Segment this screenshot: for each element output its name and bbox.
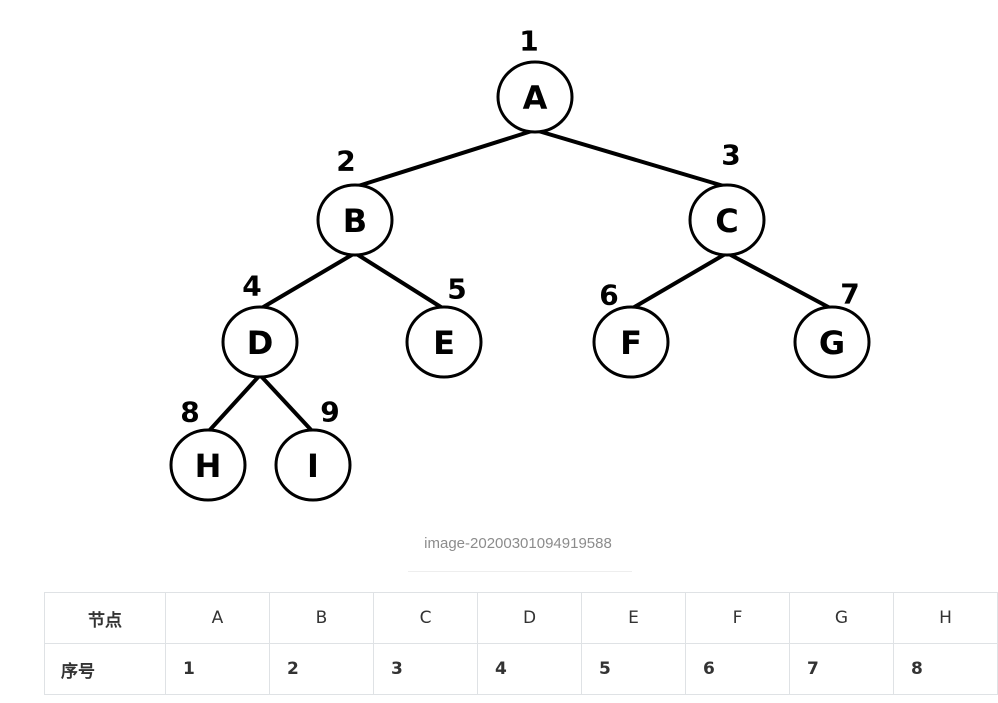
table-cell-order: 2 — [269, 643, 374, 695]
tree-node-a: A — [496, 60, 574, 134]
tree-order-label-d: 4 — [242, 270, 261, 303]
table-cell-node: G — [789, 592, 894, 644]
table-row-nodes: 节点 A B C D E F G H — [44, 592, 998, 644]
table-cell-order: 6 — [685, 643, 790, 695]
tree-edges — [206, 128, 834, 434]
tree-node-c: C — [688, 183, 766, 257]
tree-edge-a-b — [353, 128, 537, 189]
tree-edge-b-e — [353, 251, 446, 311]
tree-edge-c-f — [629, 251, 729, 311]
tree-node-circle — [592, 305, 670, 379]
table-header-node: 节点 — [44, 592, 166, 644]
table-cell-order: 3 — [373, 643, 478, 695]
tree-node-i: I — [274, 428, 352, 502]
table-cell-node: F — [685, 592, 790, 644]
tree-edge-b-d — [258, 251, 357, 311]
tree-edge-c-g — [725, 251, 834, 311]
tree-order-label-b: 2 — [336, 145, 355, 178]
caption-divider — [408, 571, 632, 572]
tree-node-circle — [496, 60, 574, 134]
tree-node-g: G — [793, 305, 871, 379]
binary-tree-diagram: A B C D E F G H I 1 2 3 4 5 6 7 8 9 — [169, 25, 871, 502]
tree-node-circle — [274, 428, 352, 502]
tree-order-label-c: 3 — [721, 139, 740, 172]
tree-edge-d-h — [206, 373, 262, 434]
table-cell-order: 7 — [789, 643, 894, 695]
tree-node-letter: C — [715, 202, 738, 240]
table-cell-order: 1 — [165, 643, 270, 695]
table-cell-node: D — [477, 592, 582, 644]
tree-order-labels: 1 2 3 4 5 6 7 8 9 — [180, 25, 859, 429]
tree-node-circle — [688, 183, 766, 257]
tree-node-circle — [316, 183, 394, 257]
tree-node-letter: A — [523, 79, 548, 117]
tree-edge-d-i — [258, 373, 315, 434]
tree-node-circle — [169, 428, 247, 502]
tree-node-letter: E — [433, 324, 455, 362]
node-order-table: 节点 A B C D E F G H 序号 1 2 3 4 5 6 7 8 — [44, 592, 998, 695]
tree-node-letter: B — [343, 202, 367, 240]
tree-order-label-e: 5 — [447, 273, 466, 306]
tree-node-circle — [793, 305, 871, 379]
tree-node-circle — [221, 305, 299, 379]
tree-node-e: E — [405, 305, 483, 379]
table-header-order: 序号 — [44, 643, 166, 695]
tree-order-label-f: 6 — [599, 279, 618, 312]
tree-order-label-h: 8 — [180, 396, 199, 429]
tree-node-b: B — [316, 183, 394, 257]
tree-order-label-i: 9 — [320, 396, 339, 429]
image-caption: image-20200301094919588 — [424, 535, 612, 552]
tree-order-label-g: 7 — [840, 278, 859, 311]
tree-edge-a-c — [533, 128, 729, 189]
tree-node-circle — [405, 305, 483, 379]
table-cell-order: 4 — [477, 643, 582, 695]
table-cell-node: A — [165, 592, 270, 644]
tree-node-letter: D — [247, 324, 274, 362]
table-cell-order: 5 — [581, 643, 686, 695]
tree-node-letter: G — [819, 324, 845, 362]
tree-node-d: D — [221, 305, 299, 379]
table-row-orders: 序号 1 2 3 4 5 6 7 8 — [44, 643, 998, 695]
tree-node-letter: F — [620, 324, 642, 362]
table-cell-node: B — [269, 592, 374, 644]
table-cell-node: H — [893, 592, 998, 644]
table-cell-node: E — [581, 592, 686, 644]
table-cell-order: 8 — [893, 643, 998, 695]
tree-nodes: A B C D E F G H I — [169, 60, 871, 502]
tree-order-label-a: 1 — [519, 25, 538, 58]
tree-node-h: H — [169, 428, 247, 502]
tree-node-letter: H — [195, 447, 222, 485]
tree-node-letter: I — [307, 447, 319, 485]
table-cell-node: C — [373, 592, 478, 644]
tree-node-f: F — [592, 305, 670, 379]
